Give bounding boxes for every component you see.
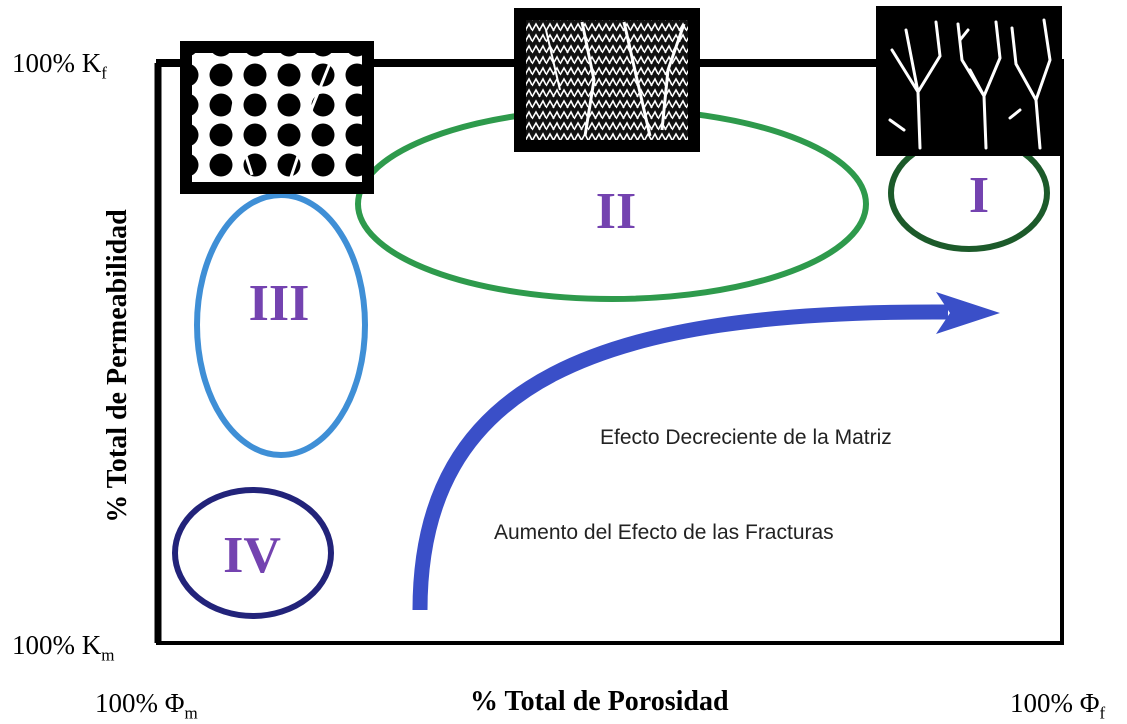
region-iv-label: IV — [223, 527, 281, 584]
y-axis-max-label: 100% Kf — [12, 48, 107, 83]
region-iii-label: III — [249, 275, 310, 332]
x-min-main: 100% Φ — [95, 688, 185, 718]
region-iii-ellipse — [194, 192, 368, 458]
matrix-pore-thumbnail — [180, 41, 374, 194]
region-i-label: I — [969, 167, 989, 224]
trend-arrow-shaft — [412, 304, 949, 611]
matrix-effect-note: Efecto Decreciente de la Matriz — [600, 426, 892, 449]
trend-arrow-head — [936, 292, 1000, 334]
x-axis-min-label: 100% Φm — [95, 688, 198, 723]
x-axis-max-label: 100% Φf — [1010, 688, 1105, 723]
fracture-network-thumbnail — [876, 6, 1062, 156]
mixed-porosity-thumbnail — [514, 8, 700, 152]
x-axis-title: % Total de Porosidad — [470, 686, 729, 717]
x-min-sub: m — [184, 703, 198, 723]
region-iv-ellipse — [172, 487, 334, 619]
y-axis-min-label: 100% Km — [12, 630, 114, 665]
y-min-sub: m — [101, 645, 115, 665]
fracture-effect-note: Aumento del Efecto de las Fracturas — [494, 521, 834, 544]
y-max-sub: f — [101, 63, 107, 83]
x-max-main: 100% Φ — [1010, 688, 1100, 718]
y-min-main: 100% K — [12, 630, 102, 660]
y-max-main: 100% K — [12, 48, 102, 78]
region-ii-label: II — [596, 183, 636, 240]
x-max-sub: f — [1099, 703, 1106, 723]
